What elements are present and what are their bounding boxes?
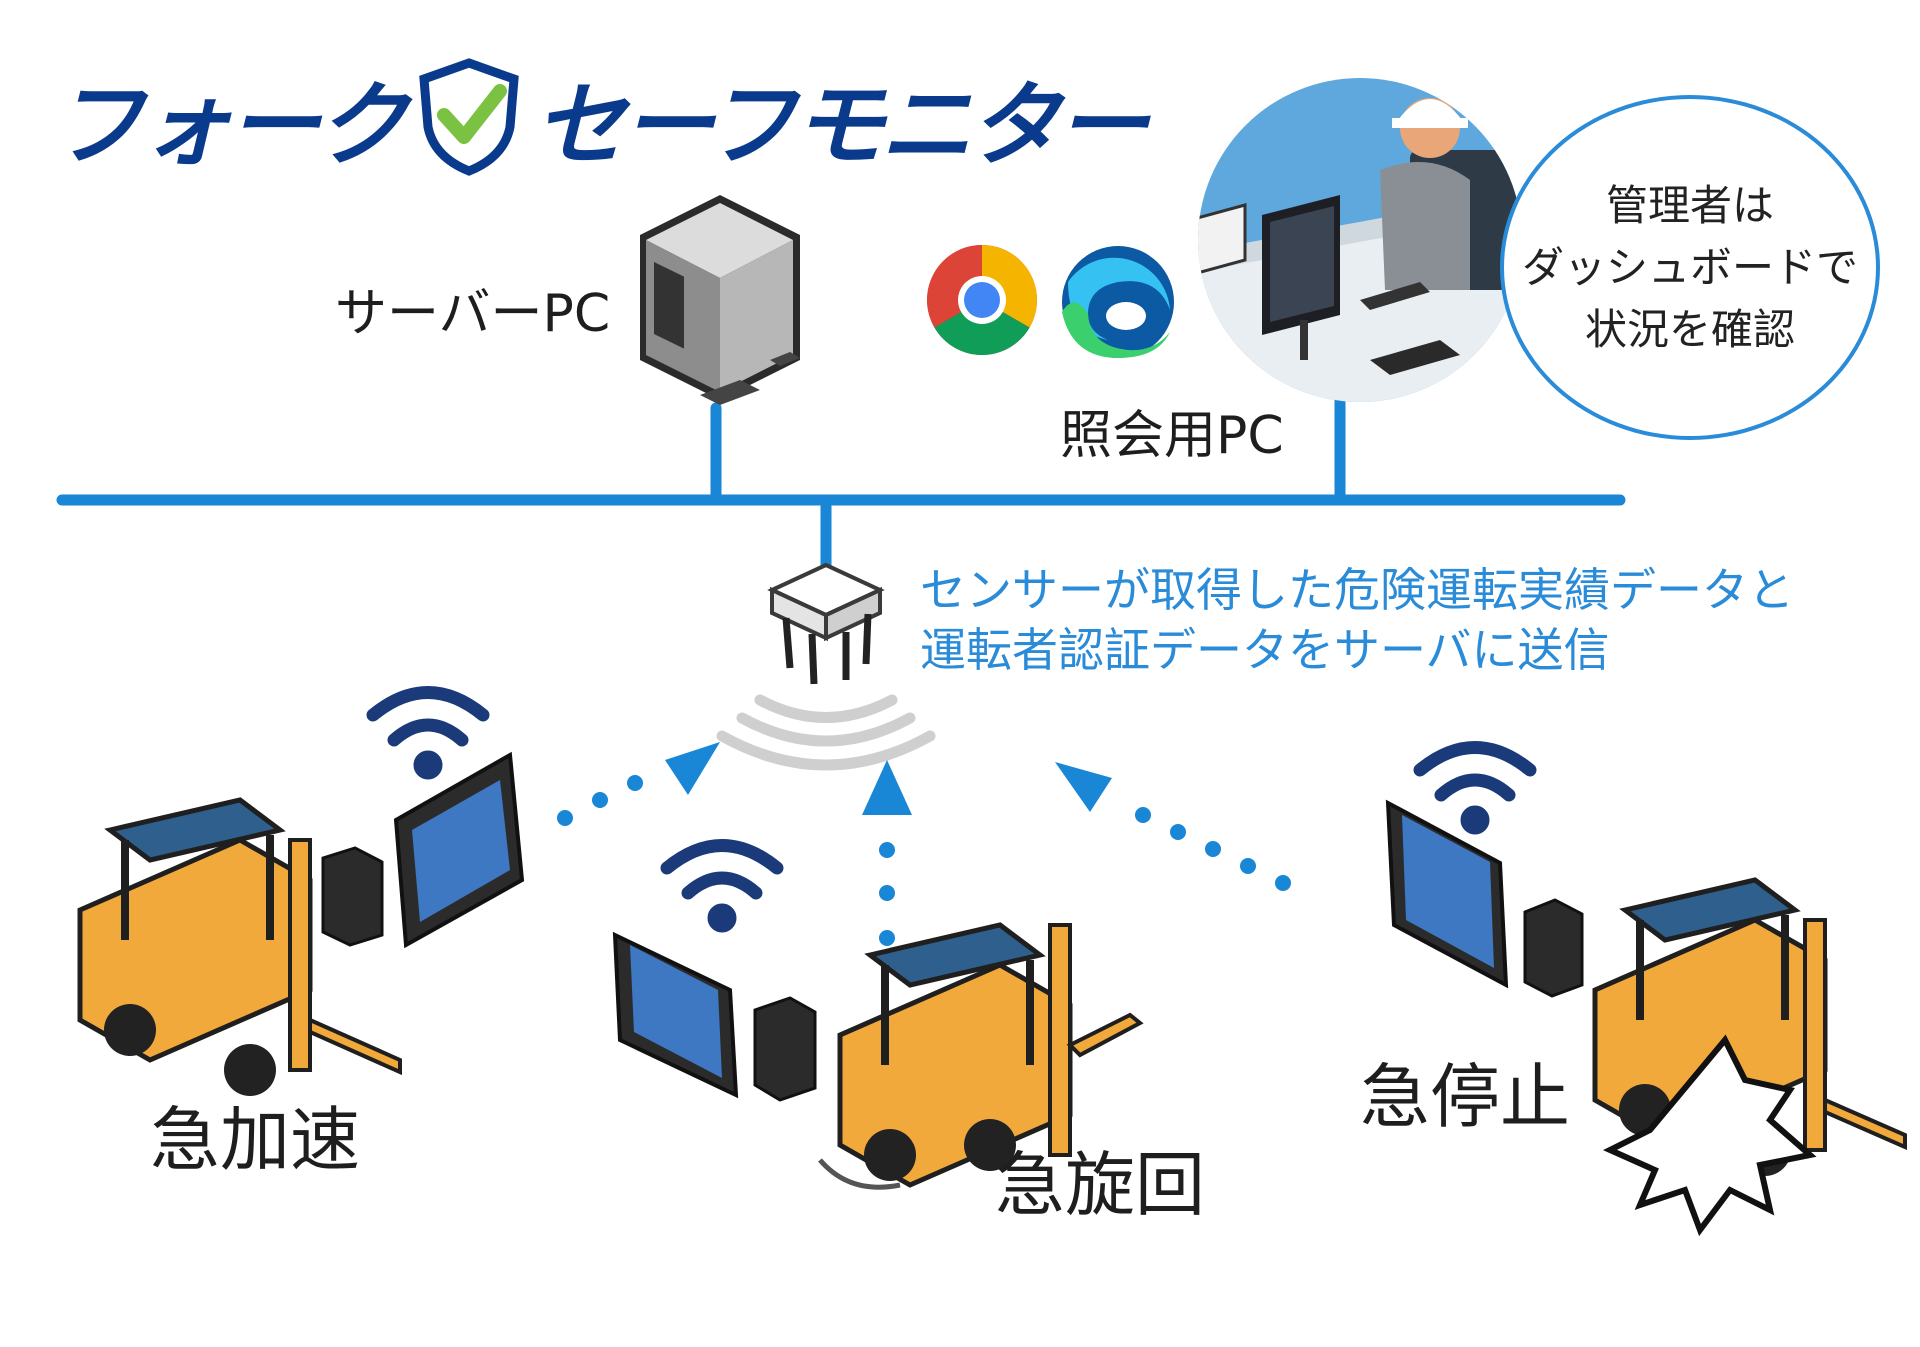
viewer-pc-label: 照会用PC bbox=[1060, 406, 1284, 466]
data-flow-note: センサーが取得した危険運転実績データと 運転者認証データをサーバに送信 bbox=[920, 560, 1794, 680]
server-icon bbox=[640, 195, 800, 405]
network-lines bbox=[56, 389, 1626, 571]
logo-text-left: フォーク bbox=[52, 71, 408, 179]
arrow-icon bbox=[557, 742, 1291, 946]
burst-icon bbox=[1602, 1034, 1817, 1237]
admin-callout-line3: 状況を確認 bbox=[1584, 304, 1795, 354]
sudden-stop-label: 急停止 bbox=[1360, 1056, 1570, 1138]
shield-check-icon bbox=[419, 58, 519, 176]
admin-callout-line2: ダッシュボードで bbox=[1521, 242, 1858, 292]
forklift-icon bbox=[77, 797, 402, 1096]
admin-desk-icon bbox=[1198, 78, 1522, 402]
data-flow-note-line1: センサーが取得した危険運転実績データと bbox=[920, 563, 1794, 617]
forklift-icon bbox=[818, 922, 1144, 1190]
wifi-icon bbox=[366, 686, 1537, 933]
access-point-icon bbox=[716, 562, 936, 771]
admin-callout: 管理者は ダッシュボードで 状況を確認 bbox=[1500, 95, 1880, 440]
chrome-icon bbox=[927, 245, 1037, 355]
data-flow-note-line2: 運転者認証データをサーバに送信 bbox=[920, 623, 1610, 677]
logo: フォーク セーフモニター bbox=[52, 58, 1149, 179]
edge-icon bbox=[1062, 246, 1174, 358]
sudden-accel-label: 急加速 bbox=[150, 1099, 360, 1181]
logo-text-right: セーフモニター bbox=[534, 71, 1148, 179]
admin-callout-line1: 管理者は bbox=[1605, 180, 1774, 230]
sensor-box-icon bbox=[321, 846, 1584, 1102]
server-pc-label: サーバーPC bbox=[335, 284, 611, 344]
tablet-icon bbox=[393, 751, 1509, 1099]
sudden-turn-label: 急旋回 bbox=[995, 1144, 1205, 1226]
